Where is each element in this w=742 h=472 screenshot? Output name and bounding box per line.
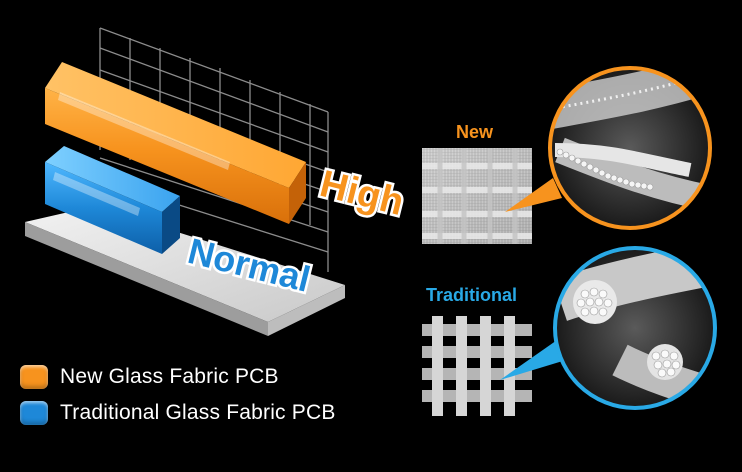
new-fabric-illustration [422,148,532,244]
traditional-label: Traditional [426,285,518,305]
new-magnified-circle [548,66,712,230]
traditional-fabric-illustration [422,316,532,416]
value-label-high: High [316,163,408,224]
base-platform [25,206,345,336]
legend-swatch-new [20,365,48,389]
legend-swatch-traditional [20,401,48,425]
bar-new-glass-fabric [45,62,306,224]
traditional-callout-pointer [500,338,566,380]
legend-label-new: New Glass Fabric PCB [60,365,279,388]
legend-item-traditional: Traditional Glass Fabric PCB [20,401,336,425]
new-callout-pointer [505,178,562,212]
legend-item-new: New Glass Fabric PCB [20,365,279,389]
legend-label-traditional: Traditional Glass Fabric PCB [60,401,336,424]
new-label: New [456,122,494,142]
traditional-magnified-circle [553,246,717,410]
bar-traditional-glass-fabric [45,146,180,254]
